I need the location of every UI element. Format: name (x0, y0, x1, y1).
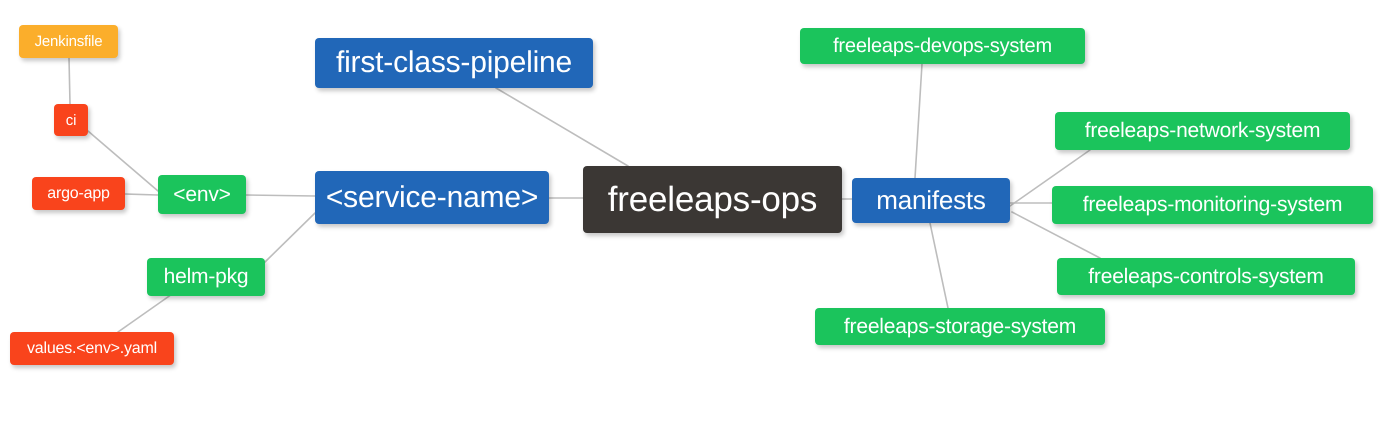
node-freeleaps-ops[interactable]: freeleaps-ops (583, 166, 842, 233)
node-label: ci (65, 111, 77, 129)
node-helm-pkg[interactable]: helm-pkg (147, 258, 265, 296)
node-values-env-yaml[interactable]: values.<env>.yaml (10, 332, 174, 365)
node-label: values.<env>.yaml (26, 339, 157, 357)
node-label: <service-name> (325, 180, 539, 214)
node-label: manifests (876, 185, 986, 215)
edge-argo-app-to-env (124, 193, 159, 196)
node-env[interactable]: <env> (158, 175, 246, 214)
edge-helm-pkg-to-values-env-yaml (117, 291, 176, 333)
node-label: freeleaps-monitoring-system (1082, 193, 1343, 216)
node-jenkinsfile[interactable]: Jenkinsfile (19, 25, 118, 58)
edge-service-name-to-helm-pkg (264, 212, 316, 263)
edge-manifests-to-freeleaps-storage-system (929, 222, 949, 309)
node-ci[interactable]: ci (54, 104, 88, 136)
edge-jenkinsfile-to-ci (68, 57, 71, 105)
edge-env-to-service-name (245, 194, 316, 197)
node-freeleaps-network-system[interactable]: freeleaps-network-system (1055, 112, 1350, 150)
node-freeleaps-controls-system[interactable]: freeleaps-controls-system (1057, 258, 1355, 295)
node-label: freeleaps-network-system (1084, 119, 1321, 142)
node-label: freeleaps-ops (607, 179, 818, 219)
edge-manifests-to-freeleaps-devops-system (914, 63, 923, 179)
node-manifests[interactable]: manifests (852, 178, 1010, 223)
node-label: freeleaps-storage-system (843, 314, 1077, 338)
node-service-name[interactable]: <service-name> (315, 171, 549, 224)
edge-first-class-pipeline-to-freeleaps-ops (495, 87, 629, 167)
node-argo-app[interactable]: argo-app (32, 177, 125, 210)
node-label: argo-app (47, 184, 110, 202)
node-label: first-class-pipeline (335, 46, 573, 79)
node-freeleaps-storage-system[interactable]: freeleaps-storage-system (815, 308, 1105, 345)
node-label: freeleaps-devops-system (833, 34, 1052, 57)
node-freeleaps-devops-system[interactable]: freeleaps-devops-system (800, 28, 1085, 64)
node-label: freeleaps-controls-system (1088, 264, 1324, 288)
node-freeleaps-monitoring-system[interactable]: freeleaps-monitoring-system (1052, 186, 1373, 224)
node-label: Jenkinsfile (34, 33, 103, 50)
node-label: <env> (173, 182, 231, 206)
node-label: helm-pkg (163, 265, 249, 288)
node-first-class-pipeline[interactable]: first-class-pipeline (315, 38, 593, 88)
